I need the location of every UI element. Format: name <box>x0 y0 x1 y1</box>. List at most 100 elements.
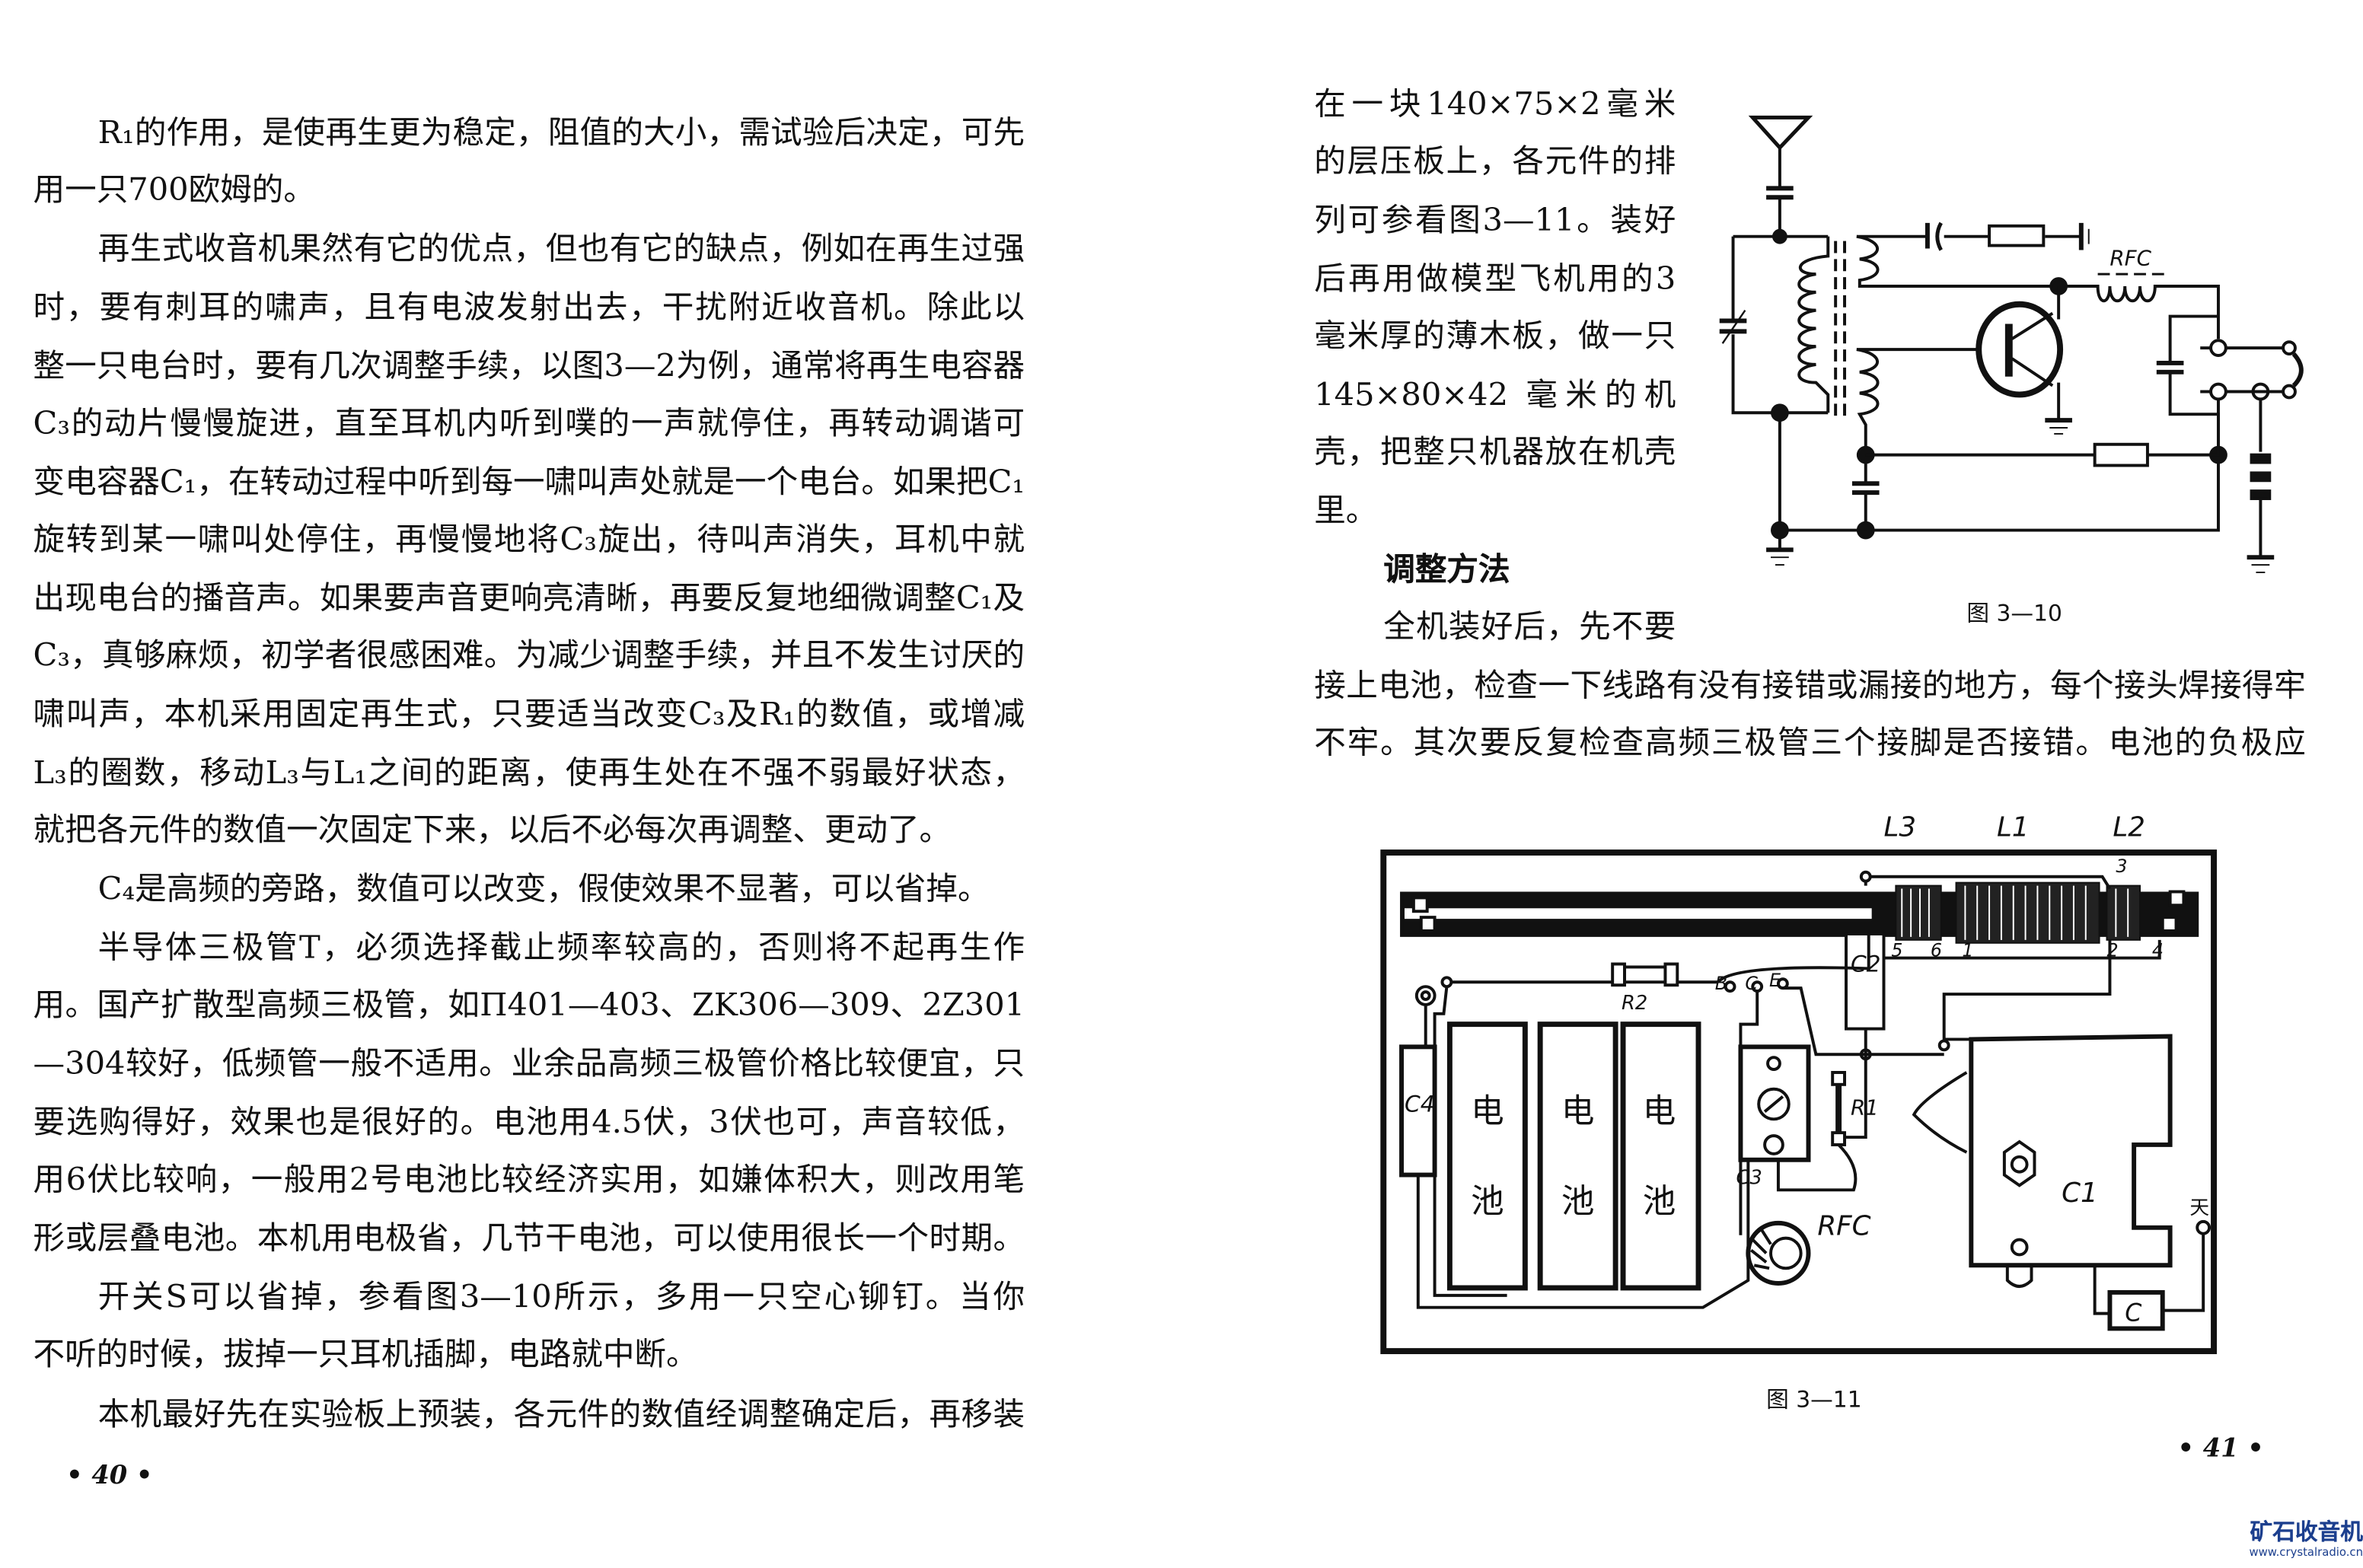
page-number-left: • 40 • <box>66 1461 153 1492</box>
resistor-r2 <box>1611 962 1679 987</box>
text-line: —304较好，低频管一般不适用。业余品高频三极管价格比较便宜，只 <box>33 1045 1025 1082</box>
text-line: R₁的作用，是使再生更为稳定，阻值的大小，需试验后决定，可先 <box>97 114 1025 151</box>
junction-node <box>1771 403 1789 422</box>
capacitor-c4 <box>1399 1044 1437 1178</box>
ground-icon <box>1766 530 1794 566</box>
text-line: 变电容器C₁，在转动过程中听到每一啸叫声处就是一个电台。如果把C₁ <box>33 464 1025 500</box>
capacitor-symbol <box>1851 481 1880 496</box>
battery-label: 电 <box>1471 1092 1504 1130</box>
coil-l1-symbol <box>1797 236 1830 413</box>
label-l2: L2 <box>2113 811 2145 843</box>
text-line: 形或层叠电池。本机用电极省，几节干电池，可以使用很长一个时期。 <box>33 1219 1025 1257</box>
chassis-board <box>1380 849 2217 1355</box>
text-line: 开关S可以省掉，参看图3—10所示，多用一只空心铆钉。当你 <box>97 1279 1025 1315</box>
text-line: 145×80×42 毫米的机 <box>1314 376 1676 413</box>
text-line: 不听的时候，拔掉一只耳机插脚，电路就中断。 <box>33 1336 698 1372</box>
battery-label: 池 <box>1471 1183 1504 1221</box>
resistor-symbol <box>1988 224 2046 247</box>
capacitor-c3 <box>1738 1044 1811 1162</box>
battery-cell <box>1620 1021 1701 1291</box>
capacitor-c2 <box>1845 932 1886 1031</box>
capacitor-symbol <box>2156 360 2184 374</box>
text-line: L₃的圈数，移动L₃与L₁之间的距离，使再生处在不强不弱最好状态， <box>33 754 1025 791</box>
text-line: 本机最好先在实验板上预装，各元件的数值经调整确定后，再移装 <box>97 1396 1025 1433</box>
text-line: 要选购得好，效果也是很好的。电池用4.5伏，3伏也可，声音较低， <box>33 1104 1025 1141</box>
text-line: 用。国产扩散型高频三极管，如П401—403、ZK306—309、2Z301 <box>33 986 1025 1023</box>
battery-label: 电 <box>1643 1092 1676 1130</box>
label-c1: C1 <box>2062 1178 2098 1209</box>
capacitor-symbol <box>1925 221 1943 251</box>
battery-label: 电 <box>1561 1092 1595 1130</box>
watermark-logo: 矿石收音机 www.crystalradio.cn <box>2240 1519 2363 1560</box>
ground-icon <box>2045 418 2072 435</box>
battery-label: 池 <box>1561 1183 1595 1221</box>
label-base: B <box>1715 973 1727 994</box>
text-line: 整一只电台时，要有几次调整手续，以图3—2为例，通常将再生电容器 <box>33 348 1025 384</box>
battery-symbol <box>2250 399 2272 558</box>
pin-label: 6 <box>1931 940 1942 961</box>
battery-cell <box>1446 1021 1528 1291</box>
label-c3: C3 <box>1736 1166 1762 1189</box>
figure-3-10-caption: 图 3—10 <box>1966 599 2062 627</box>
label-l1: L1 <box>1997 811 2030 843</box>
coil-windings <box>1895 881 2141 944</box>
text-line: C₃的动片慢慢旋进，直至耳机内听到噗的一声就停住，再转动调谐可 <box>33 405 1025 441</box>
resistor-r1 <box>1776 1070 1858 1192</box>
variable-capacitor-symbol <box>1717 309 1749 344</box>
junction-node <box>1772 228 1787 244</box>
text-line: 再生式收音机果然有它的优点，但也有它的缺点，例如在再生过强 <box>97 230 1025 267</box>
battery-cell <box>1537 1021 1618 1291</box>
section-heading: 调整方法 <box>1383 550 1510 588</box>
antenna-icon <box>1748 115 1813 187</box>
watermark-url: www.crystalradio.cn <box>2249 1545 2363 1560</box>
ground-icon <box>2247 555 2275 573</box>
text-line: 后再用做模型飞机用的3 <box>1314 260 1676 297</box>
pin-label: 4 <box>2152 940 2164 961</box>
ground-icon <box>2078 222 2090 250</box>
text-line: 用6伏比较响，一般用2号电池比较经济实用，如嫌体积大，则改用笔 <box>33 1161 1025 1198</box>
label-rfc: RFC <box>1817 1211 1870 1242</box>
watermark-title: 矿石收音机 <box>2250 1518 2363 1546</box>
label-r2: R2 <box>1622 992 1647 1015</box>
text-line: 的层压板上，各元件的排 <box>1314 142 1676 180</box>
text-line: 列可参看图3—11。装好 <box>1314 202 1676 238</box>
text-line: 旋转到某一啸叫处停住，再慢慢地将C₃旋出，待叫声消失，耳机中就 <box>33 521 1025 558</box>
pin-label: 3 <box>2116 856 2127 877</box>
label-c2: C2 <box>1851 950 1881 977</box>
rfc-toroid <box>1746 1220 1811 1286</box>
rfc-coil-symbol <box>2065 272 2220 339</box>
earphone-jack-symbol <box>2200 339 2304 401</box>
text-line: 就把各元件的数值一次固定下来，以后不必每次再调整、更动了。 <box>33 811 952 849</box>
antenna-terminal <box>2196 1219 2212 1235</box>
text-line: 毫米厚的薄木板，做一只 <box>1314 317 1676 355</box>
text-line: 出现电台的播音声。如果要声音更响亮清晰，再要反复地细微调整C₁及 <box>33 579 1025 617</box>
text-line: 全机装好后，先不要 <box>1383 608 1676 645</box>
pin-label: 5 <box>1891 940 1902 961</box>
pin-label: 1 <box>1962 940 1973 961</box>
text-line: 接上电池，检查一下线路有没有接错或漏接的地方，每个接头焊接得牢 <box>1314 667 2306 704</box>
battery-label: 池 <box>1643 1183 1676 1221</box>
figure-3-11-caption: 图 3—11 <box>1766 1385 1862 1413</box>
text-line: C₄是高频的旁路，数值可以改变，假使效果不显著，可以省掉。 <box>97 870 990 907</box>
label-antenna: 天 <box>2189 1197 2209 1219</box>
label-emitter: E <box>1769 970 1781 991</box>
text-line: 不牢。其次要反复检查高频三极管三个接脚是否接错。电池的负极应 <box>1314 724 2306 761</box>
label-r1: R1 <box>1851 1095 1879 1120</box>
page-number-right: • 41 • <box>2177 1433 2264 1464</box>
text-line: 用一只700欧姆的。 <box>33 171 315 209</box>
label-l3: L3 <box>1884 811 1917 843</box>
rfc-label: RFC <box>2109 245 2151 270</box>
text-line: C₃，真够麻烦，初学者很感困难。为减少调整手续，并且不发生讨厌的 <box>33 637 1025 674</box>
label-c4: C4 <box>1405 1090 1435 1117</box>
variable-capacitor-c1 <box>1912 1034 2173 1315</box>
label-c: C <box>2125 1300 2141 1327</box>
transistor-symbol <box>1856 285 2064 419</box>
text-line: 半导体三极管T，必须选择截止频率较高的，否则将不起再生作 <box>97 929 1025 966</box>
label-collector: C <box>1745 973 1758 994</box>
resistor-symbol <box>2093 442 2149 467</box>
text-line: 啸叫声，本机采用固定再生式，只要适当改变C₃及R₁的数值，或增减 <box>33 696 1025 732</box>
text-line: 壳，把整只机器放在机壳 <box>1314 433 1676 470</box>
